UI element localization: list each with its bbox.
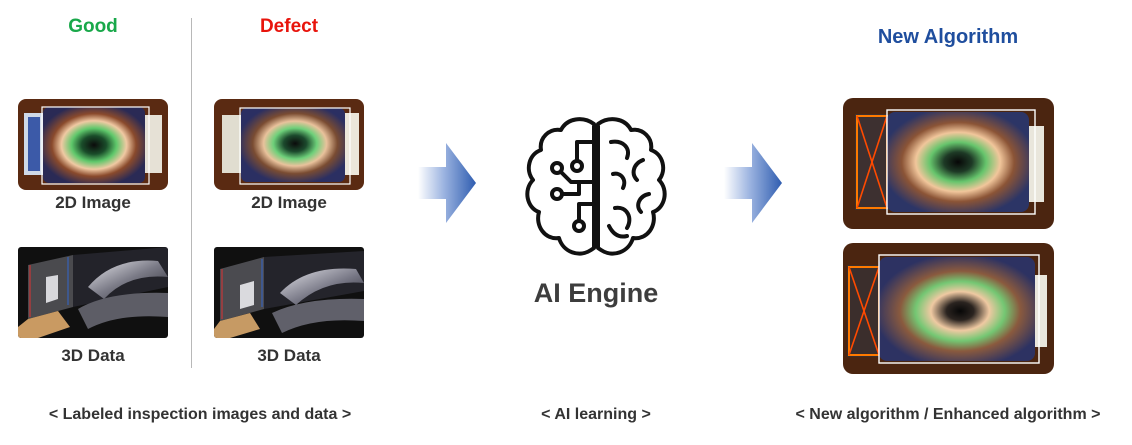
caption-ai-learning: < AI learning >	[541, 406, 651, 423]
defect-3d-data	[214, 247, 364, 338]
flow-arrow-to-engine	[418, 143, 476, 223]
column-divider	[191, 18, 192, 368]
good-2d-label: 2D Image	[55, 193, 131, 212]
flow-arrow-to-algorithm	[724, 143, 782, 223]
new-algorithm-title: New Algorithm	[877, 26, 1019, 48]
caption-new-algorithm: < New algorithm / Enhanced algorithm >	[795, 406, 1101, 423]
good-2d-image	[18, 99, 168, 190]
caption-labeled-data: < Labeled inspection images and data >	[48, 406, 352, 423]
defect-2d-image	[214, 99, 364, 190]
defect-title: Defect	[259, 16, 319, 37]
good-3d-label: 3D Data	[61, 346, 125, 365]
defect-2d-label: 2D Image	[251, 193, 327, 212]
defect-3d-label: 3D Data	[257, 346, 321, 365]
good-title: Good	[68, 16, 118, 37]
algorithm-result-image-2	[843, 243, 1054, 374]
brain-icon	[523, 114, 669, 264]
algorithm-result-image-1	[843, 98, 1054, 229]
good-3d-data	[18, 247, 168, 338]
ai-engine-label: AI Engine	[533, 278, 659, 308]
